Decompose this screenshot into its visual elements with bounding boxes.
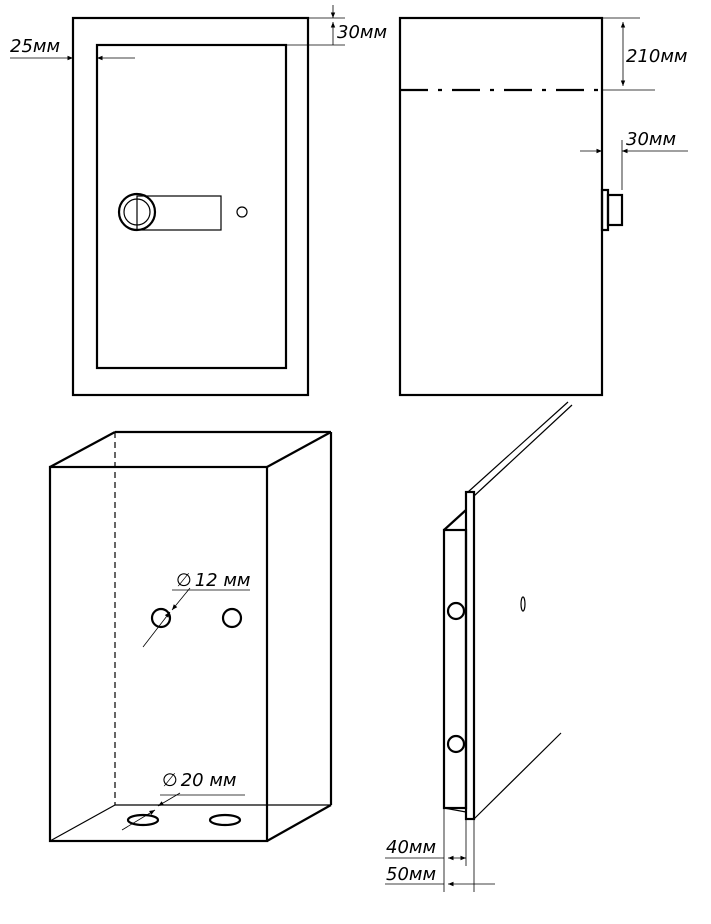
door-bolt-bottom — [446, 734, 466, 754]
box-back-hole-left — [150, 607, 172, 629]
dim-hole-large — [121, 792, 245, 831]
front-handle — [117, 192, 222, 232]
door-view: 40мм 50мм — [385, 401, 573, 892]
front-view: 25мм 30мм — [10, 5, 387, 397]
dim-door-depth — [385, 808, 495, 892]
door-bolt-top — [446, 601, 466, 621]
side-view: 210мм 30мм — [398, 16, 688, 397]
label-door-inner: 40мм — [386, 837, 436, 858]
door-slot — [520, 596, 526, 612]
side-handle — [600, 188, 624, 232]
label-front-side: 25мм — [10, 36, 60, 57]
label-hole-small: ∅12 мм — [176, 570, 250, 591]
box-back-hole-right — [221, 607, 243, 629]
label-side-top: 210мм — [626, 46, 688, 67]
door-lock-block — [442, 528, 468, 810]
front-keyhole — [236, 206, 248, 218]
label-door-outer: 50мм — [386, 864, 436, 885]
label-front-top: 30мм — [337, 22, 387, 43]
box-floor-hole-left — [126, 813, 160, 827]
dim-side-handle — [580, 140, 688, 190]
front-door-panel — [95, 43, 288, 370]
side-outer-frame — [398, 16, 604, 397]
box-front-face — [48, 465, 269, 843]
box-floor-hole-right — [208, 813, 242, 827]
box-view: ∅12 мм ∅20 мм — [48, 430, 333, 843]
dim-side-top — [602, 17, 655, 91]
dim-front-side — [10, 50, 135, 72]
label-side-handle: 30мм — [626, 129, 676, 150]
dim-front-top — [286, 5, 345, 46]
label-hole-large: ∅20 мм — [162, 770, 236, 791]
door-edge-panel — [464, 490, 476, 821]
dim-hole-small — [142, 587, 250, 648]
front-outer-frame — [71, 16, 310, 397]
